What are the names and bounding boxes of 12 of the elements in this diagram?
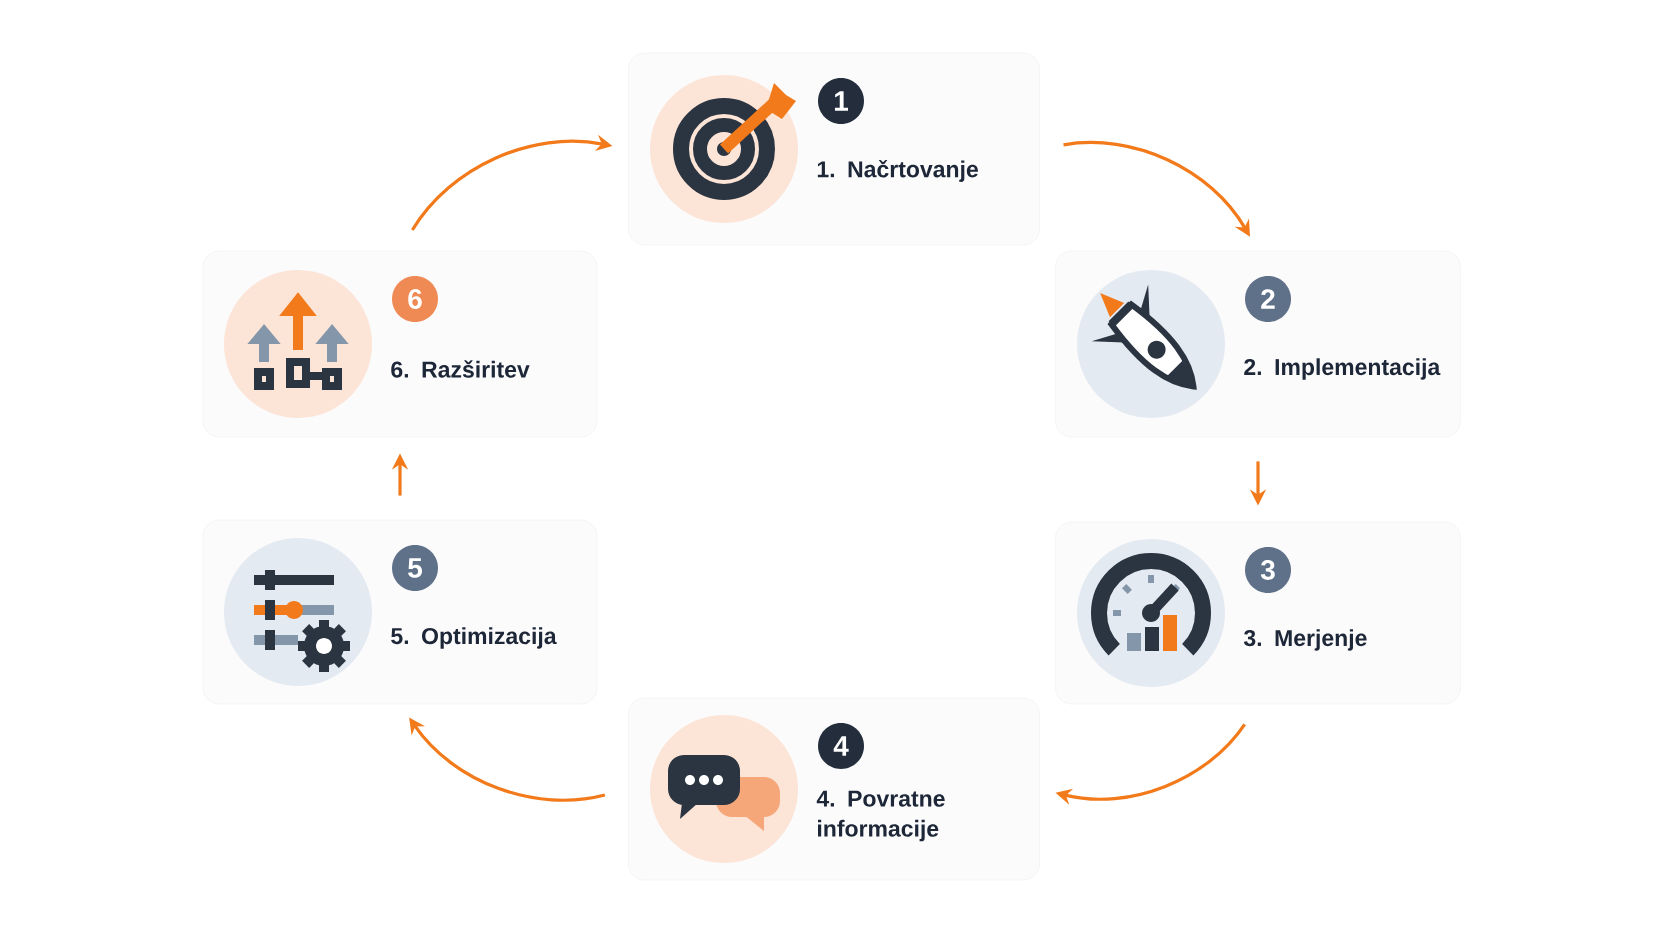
step-title: 4. Povratne informacije bbox=[816, 790, 945, 842]
step-title: 3. Merjenje bbox=[1243, 629, 1367, 651]
number-badge: 5 bbox=[392, 545, 438, 591]
number-badge: 3 bbox=[1245, 547, 1291, 593]
number-badge: 6 bbox=[392, 276, 438, 322]
step-title: 2. Implementacija bbox=[1244, 358, 1441, 380]
step-title: 1. Načrtovanje bbox=[817, 160, 978, 182]
number-badge: 2 bbox=[1245, 276, 1291, 322]
step-title: 6. Razširitev bbox=[391, 360, 530, 378]
number-badge: 1 bbox=[818, 78, 864, 124]
number-badge: 4 bbox=[818, 723, 864, 769]
step-title: 5. Optimizacija bbox=[391, 627, 557, 649]
